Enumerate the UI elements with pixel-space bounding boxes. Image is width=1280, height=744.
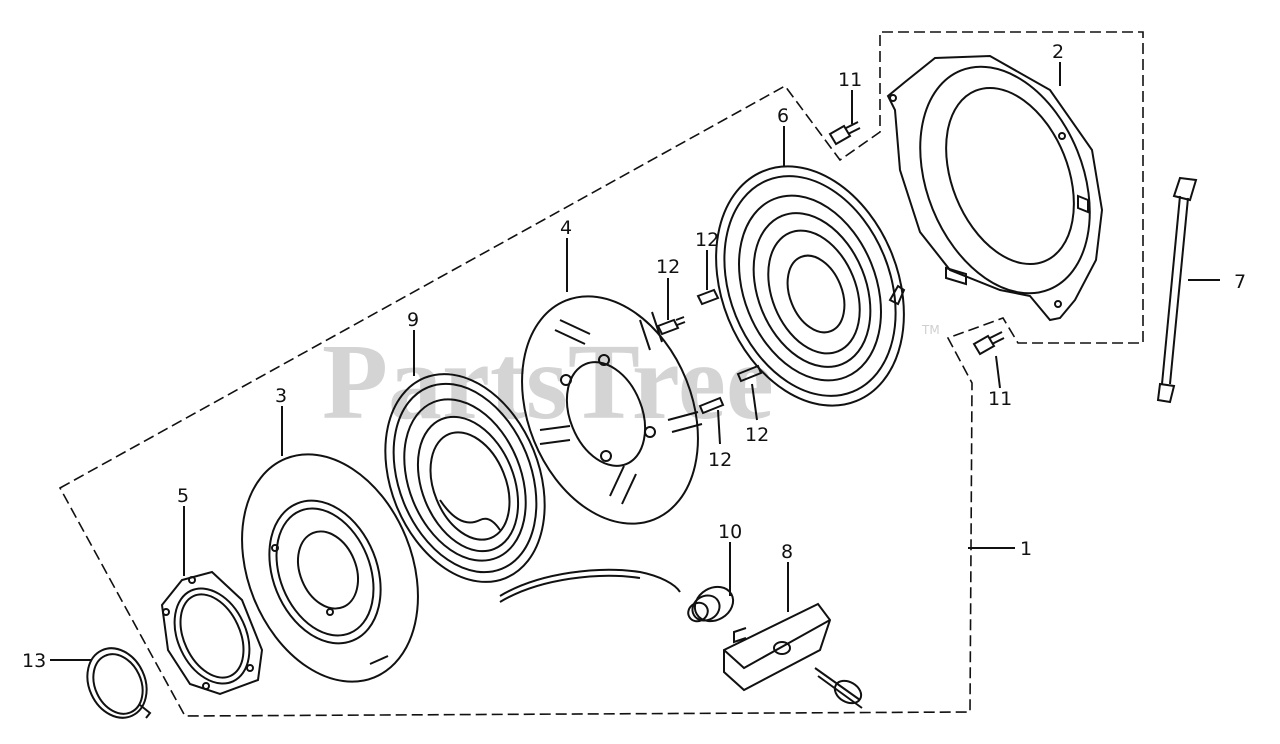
part-7-strap[interactable] (1156, 176, 1198, 404)
callout-4: 4 (560, 217, 572, 239)
callout-6: 6 (777, 105, 789, 127)
part-6-starter-case[interactable] (682, 138, 938, 434)
callout-2: 2 (1052, 41, 1064, 63)
callout-12-d: 12 (745, 424, 769, 446)
callout-11-right: 11 (988, 388, 1012, 410)
part-12-bolt-b[interactable] (696, 288, 720, 306)
callout-11-top: 11 (838, 69, 862, 91)
part-12-bolt-a[interactable] (656, 316, 686, 336)
callout-7: 7 (1234, 271, 1246, 293)
callout-labels: 1 2 3 4 5 6 7 8 9 10 11 11 12 12 12 12 1… (22, 41, 1246, 672)
callout-13: 13 (22, 650, 46, 672)
part-10-rope-guide[interactable] (685, 580, 739, 628)
leader-lines (50, 62, 1220, 661)
part-11-bolt-right[interactable] (972, 331, 1005, 356)
part-5-ratchet-ring[interactable] (160, 570, 264, 696)
part-3-rope-reel[interactable] (210, 428, 450, 708)
callout-12-a: 12 (656, 256, 680, 278)
callout-5: 5 (177, 485, 189, 507)
part-8-starter-grip[interactable] (723, 602, 865, 709)
watermark-trademark: TM (921, 323, 940, 337)
part-12-bolt-c[interactable] (698, 396, 725, 415)
callout-3: 3 (275, 385, 287, 407)
part-11-bolt-top[interactable] (828, 121, 861, 146)
callout-10: 10 (718, 521, 742, 543)
callout-12-b: 12 (695, 229, 719, 251)
callout-9: 9 (407, 309, 419, 331)
part-9-recoil-spring[interactable] (356, 350, 681, 606)
part-2-starter-cover[interactable] (886, 41, 1122, 322)
part-4-spring-plate[interactable] (490, 270, 730, 550)
part-13-snap-ring[interactable] (76, 639, 157, 728)
callout-8: 8 (781, 541, 793, 563)
part-12-bolt-d[interactable] (736, 364, 763, 383)
callout-1: 1 (1020, 538, 1032, 560)
callout-12-c: 12 (708, 449, 732, 471)
assembly-boundary (58, 31, 1144, 717)
watermark-text: PartsTree (322, 323, 774, 442)
